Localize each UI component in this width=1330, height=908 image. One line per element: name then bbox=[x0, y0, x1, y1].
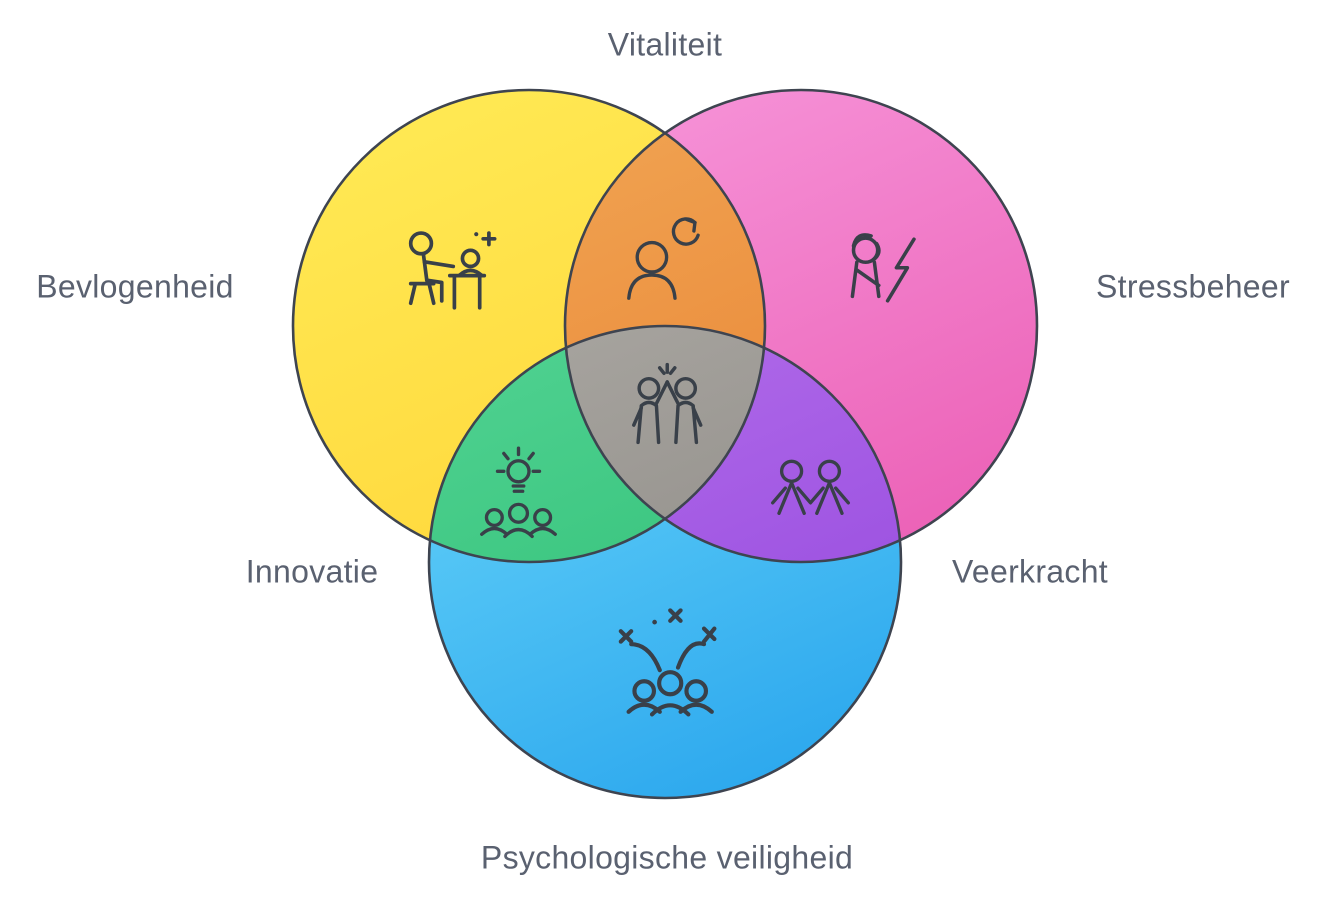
high-five-icon bbox=[632, 362, 703, 445]
person-renewal-icon bbox=[627, 217, 700, 300]
group-celebration-icon bbox=[618, 608, 717, 717]
circle-psychologische-veiligheid-outline bbox=[427, 324, 903, 800]
label-psychologische-veiligheid: Psychologische veiligheid bbox=[480, 839, 854, 876]
region-center bbox=[565, 326, 765, 562]
circle-stressbeheer-outline bbox=[563, 88, 1039, 564]
stressed-person-lightning-icon bbox=[850, 233, 916, 303]
linked-partners-icon bbox=[771, 459, 850, 515]
label-bevlogenheid: Bevlogenheid bbox=[36, 268, 234, 305]
label-innovatie: Innovatie bbox=[245, 553, 379, 590]
label-stressbeheer: Stressbeheer bbox=[1096, 268, 1290, 305]
label-vitaliteit: Vitaliteit bbox=[607, 26, 723, 63]
team-idea-icon bbox=[480, 446, 557, 539]
circle-bevlogenheid-outline bbox=[291, 88, 767, 564]
label-veerkracht: Veerkracht bbox=[952, 553, 1108, 590]
mentor-teaching-icon bbox=[408, 231, 497, 310]
